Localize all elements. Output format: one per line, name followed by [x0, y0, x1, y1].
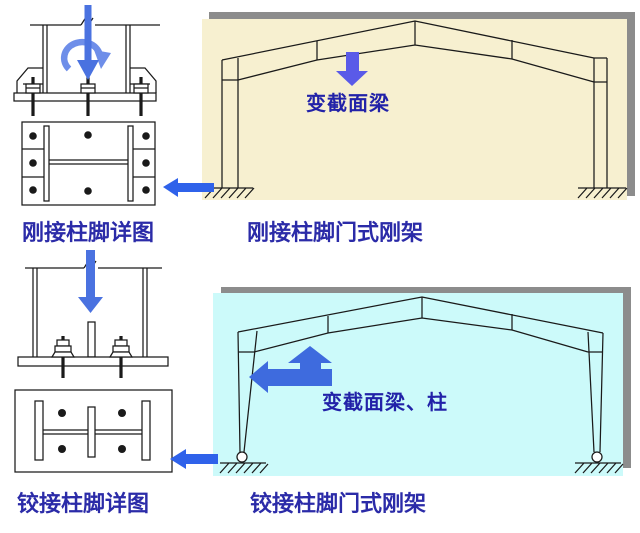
- panel-background: [202, 19, 627, 200]
- bolt-holes: [29, 131, 150, 195]
- rigid-detail-caption: 刚接柱脚详图: [22, 221, 155, 246]
- hinged-frame-drawing: [219, 296, 624, 474]
- splice-lines: [316, 40, 513, 60]
- panel-shadow-top: [209, 12, 635, 19]
- hinged-base-detail: [14, 256, 173, 473]
- base-plate: [13, 92, 157, 102]
- right-tapered-column: [587, 331, 604, 453]
- rigid-connector-arrow-icon: [163, 178, 214, 197]
- beam-column-pointer-arrows: [249, 346, 332, 393]
- hinged-connector-arrow-icon: [170, 449, 218, 469]
- right-column: [593, 57, 608, 188]
- bottom-chord: [237, 44, 595, 83]
- rigid-base-detail: [13, 13, 160, 206]
- right-pin: [591, 451, 603, 463]
- column-flanges: [42, 25, 131, 93]
- hinged-detail-caption: 铰接柱脚详图: [17, 492, 150, 517]
- left-support-hatch: [204, 187, 255, 199]
- bolt-holes: [58, 409, 126, 453]
- left-support-hatch: [219, 462, 269, 474]
- axial-force-arrow-icon: [77, 5, 99, 80]
- base-plate: [17, 356, 169, 367]
- moment-arrow-head: [94, 50, 111, 69]
- beam-pointer-arrow-icon: [336, 52, 368, 86]
- base-plate-plan: [21, 121, 156, 206]
- column-flanges: [32, 268, 148, 357]
- bottom-chord: [253, 317, 589, 353]
- base-plate-plan: [14, 389, 173, 473]
- rigid-frame-drawing: [204, 20, 628, 199]
- left-arrow-icon: [249, 361, 332, 393]
- moment-arrow-icon: [60, 38, 104, 72]
- axial-force-arrow-icon: [78, 250, 103, 313]
- panel-shadow-top: [221, 287, 631, 294]
- panel-shadow-right: [627, 12, 635, 196]
- anchor-bolts: [25, 77, 149, 116]
- hinged-frame-caption: 铰接柱脚门式刚架: [250, 492, 427, 517]
- right-support-hatch: [577, 187, 628, 199]
- hinged-beam-label: 变截面梁、柱: [322, 390, 448, 414]
- panel-shadow-right: [623, 287, 631, 468]
- right-support-hatch: [574, 462, 624, 474]
- left-pin: [236, 451, 248, 463]
- rigid-frame-panel: [202, 12, 635, 200]
- splice-lines: [327, 314, 513, 333]
- anchor-bolts: [50, 336, 134, 378]
- rigid-beam-label: 变截面梁: [306, 91, 390, 115]
- rigid-frame-caption: 刚接柱脚门式刚架: [247, 221, 424, 246]
- center-stiffener: [87, 321, 96, 358]
